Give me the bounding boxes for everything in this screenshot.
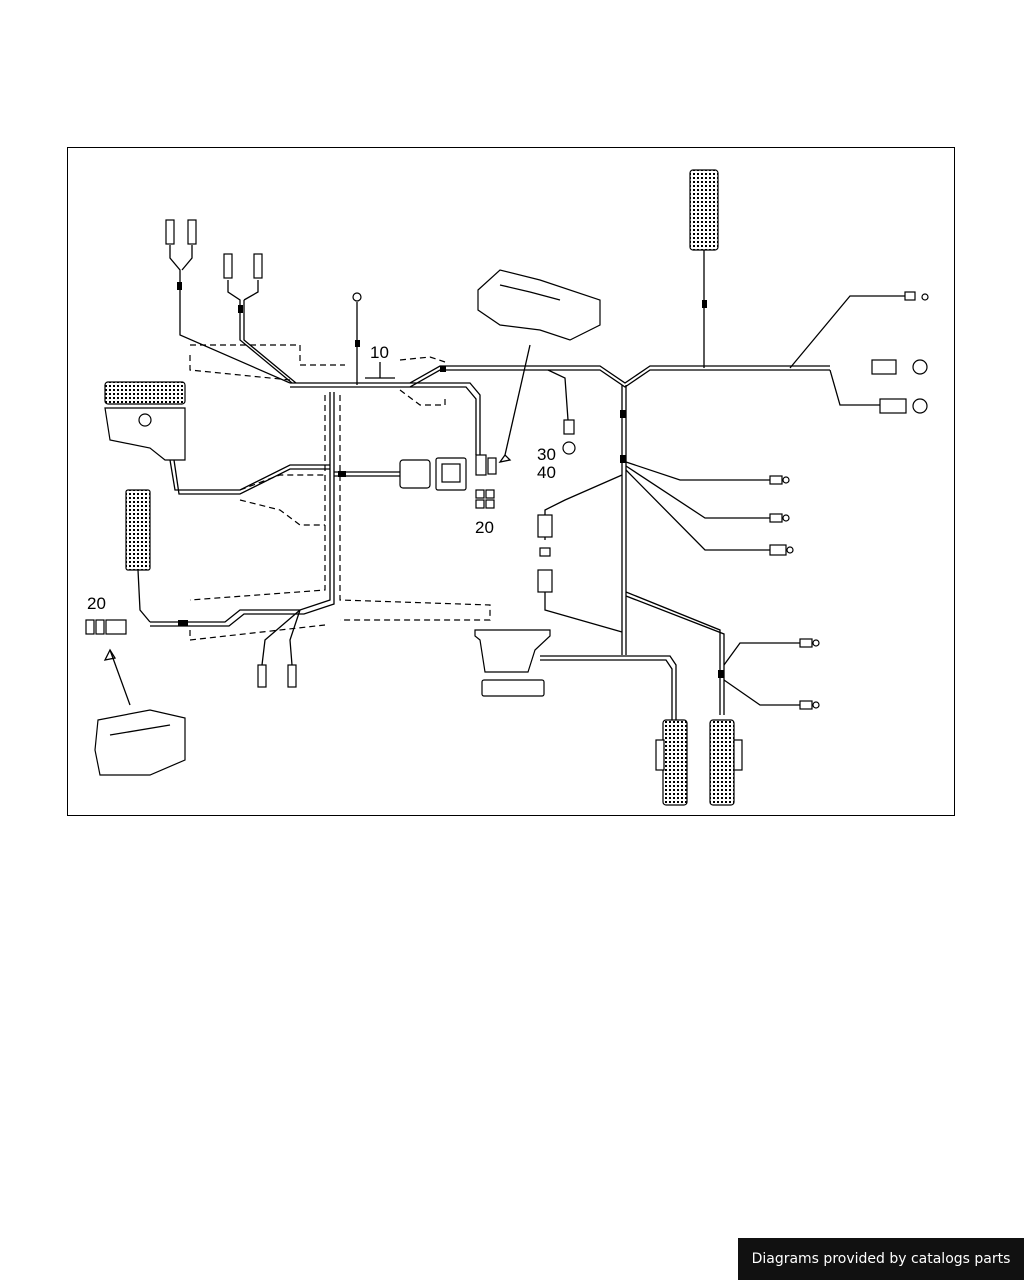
relay-connector [547,369,576,455]
center-right-relay-branch [537,474,623,633]
left-ecu-connector [104,381,330,495]
callout-relay-lower: 40 [537,463,556,482]
callout-top-center: 10 [370,343,389,362]
center-db-connector [338,457,467,491]
top-right-connector [689,169,719,368]
lower-left-pins [257,609,301,688]
callout-relay-upper: 30 [537,445,556,464]
ground-ring-terminal [352,292,362,385]
callout-10-leader [365,362,395,379]
right-upper-terminals [789,291,929,414]
callout-fuse-center: 20 [475,518,494,537]
right-mid-terminals [620,410,794,556]
left-tall-connector [125,489,188,626]
credit-footer: Diagrams provided by catalogs parts [738,1238,1024,1280]
lower-left-fuse-box [85,619,186,776]
branch-top-left-pins [165,219,297,384]
lower-right-branch [625,591,820,715]
bottom-twin-connectors [655,719,743,806]
bottom-center-tray [474,629,677,720]
center-fuse-branch [410,366,497,509]
dashed-routing [189,344,491,641]
callout-fuse-left: 20 [87,594,106,613]
relay-box [477,269,601,463]
diagram-frame [67,147,955,816]
